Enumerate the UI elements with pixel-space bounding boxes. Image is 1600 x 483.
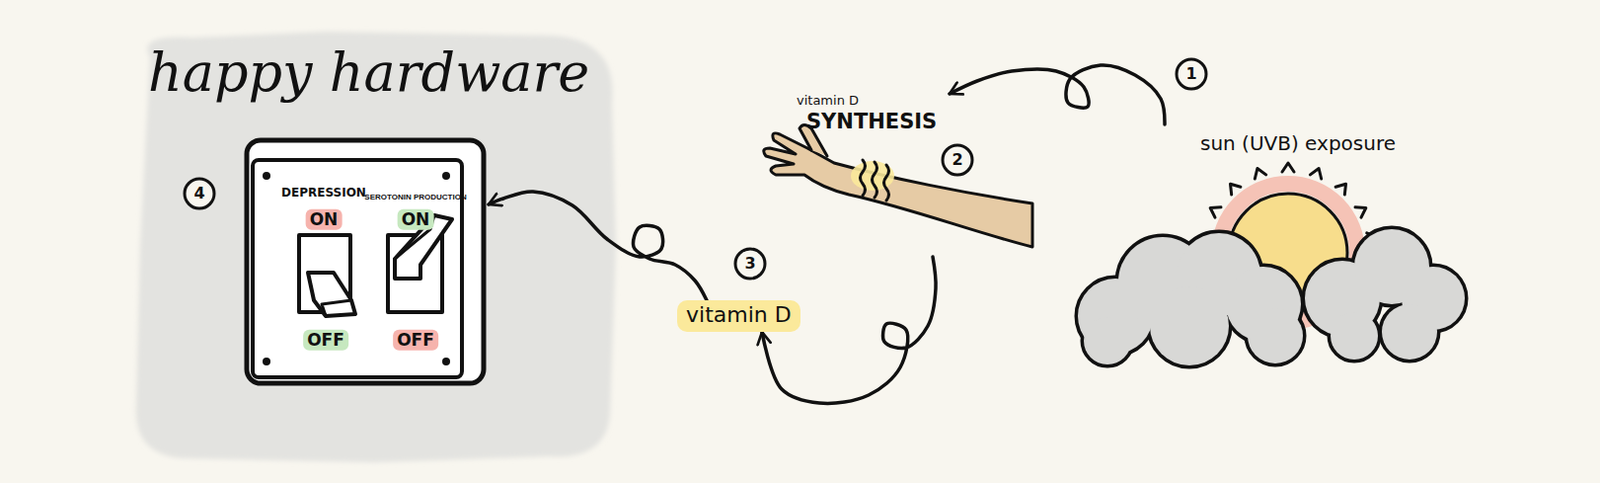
arm xyxy=(763,125,1033,248)
sun-ray xyxy=(1367,230,1378,244)
switch-state: ON xyxy=(305,209,343,230)
sun-ray xyxy=(1367,260,1378,274)
node-label: sun (UVB) exposure xyxy=(1200,132,1396,154)
sun-ray xyxy=(1309,165,1324,179)
sun-ray xyxy=(1282,162,1295,172)
flow-arrow xyxy=(488,191,707,301)
switch-state: OFF xyxy=(303,329,349,351)
sun-ray xyxy=(1335,179,1351,195)
callout-number: 3 xyxy=(744,255,756,272)
light-switch-box: DEPRESSION ON OFF SEROTONIN PRODUCTION ON OFF xyxy=(241,136,489,387)
light-switch xyxy=(246,140,484,383)
sun-ray xyxy=(1355,202,1370,218)
vitamin-box: vitamin D xyxy=(677,300,801,332)
node-label: vitamin D xyxy=(796,93,859,108)
sun xyxy=(1198,162,1377,322)
switch-label: SEROTONIN PRODUCTION xyxy=(364,193,466,203)
sun-ray xyxy=(1207,202,1221,218)
switch-label: DEPRESSION xyxy=(281,186,367,200)
title: happy hardware xyxy=(148,43,590,102)
switch-state: OFF xyxy=(392,329,439,351)
node-heading: SYNTHESIS xyxy=(806,110,937,134)
callout-number: 2 xyxy=(951,152,963,168)
sun-ray xyxy=(1225,179,1241,195)
sun-ray xyxy=(1198,230,1210,244)
cloud xyxy=(1077,232,1303,366)
grey-region xyxy=(136,31,616,462)
cloud xyxy=(1304,228,1465,360)
sun-ray xyxy=(1251,165,1266,179)
sun-exposure: sun (UVB) exposure xyxy=(1085,124,1476,370)
switch-state: ON xyxy=(397,209,435,230)
synthesis-arm: vitamin D SYNTHESIS xyxy=(745,93,1034,257)
flow-arrow xyxy=(949,65,1165,125)
callout-number: 1 xyxy=(1185,66,1197,82)
callout-number: 4 xyxy=(193,185,205,202)
node-label: vitamin D xyxy=(685,303,792,327)
